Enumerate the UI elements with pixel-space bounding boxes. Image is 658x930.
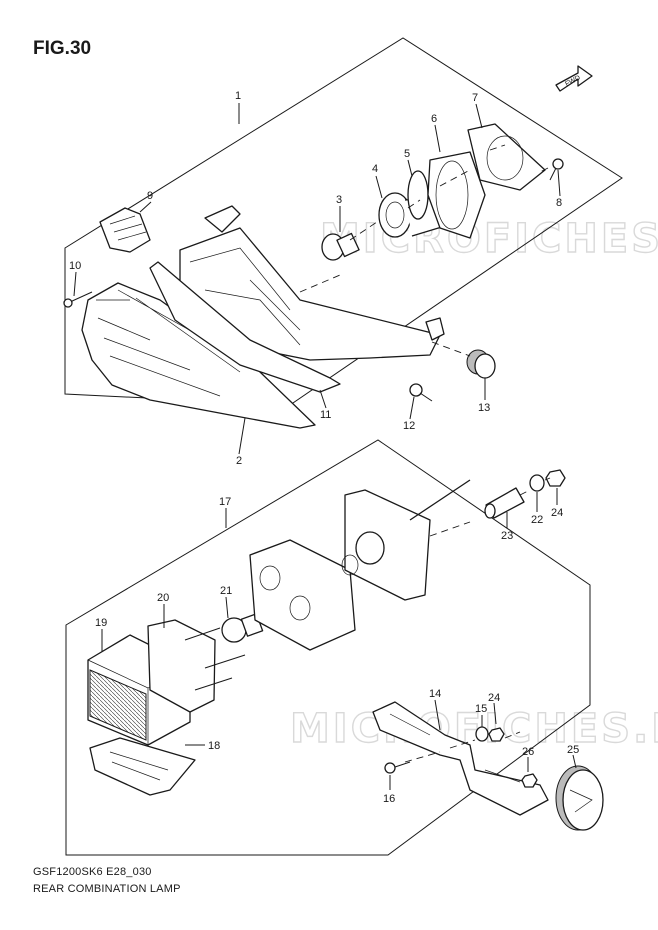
callout-17: 17 <box>219 496 231 508</box>
nut <box>488 727 505 742</box>
screw <box>63 291 93 308</box>
callout-4: 4 <box>372 163 378 175</box>
socket-seal <box>407 170 429 220</box>
callout-19: 19 <box>95 617 107 629</box>
callout-26: 26 <box>522 746 534 758</box>
leader-lines <box>73 103 577 790</box>
callout-13: 13 <box>478 402 490 414</box>
bracket <box>372 701 549 816</box>
callout-3: 3 <box>336 194 342 206</box>
washer <box>529 474 545 492</box>
callout-15: 15 <box>475 703 487 715</box>
watermark-text: MICROFICHES.NET <box>290 706 658 752</box>
screw <box>184 627 246 691</box>
callout-1: 1 <box>235 90 241 102</box>
bolt <box>409 383 433 402</box>
license-lamp-housing <box>249 539 356 651</box>
nut <box>521 773 538 788</box>
model-code: GSF1200SK6 E28_030 <box>33 866 152 878</box>
reflector <box>555 765 604 831</box>
callout-24-upper: 24 <box>551 507 563 519</box>
spacer <box>484 487 525 519</box>
callout-2: 2 <box>236 455 242 467</box>
screw <box>549 158 564 181</box>
washer <box>475 726 489 742</box>
callout-20: 20 <box>157 592 169 604</box>
callout-8: 8 <box>556 197 562 209</box>
callout-22: 22 <box>531 514 543 526</box>
cap-gasket <box>467 123 546 191</box>
callout-9: 9 <box>147 190 153 202</box>
callout-23: 23 <box>501 530 513 542</box>
callout-6: 6 <box>431 113 437 125</box>
lower-assembly-frame <box>65 439 591 856</box>
figure-title: FIG.30 <box>33 38 91 59</box>
callout-labels: 1 2 3 4 5 6 7 8 9 10 11 12 13 14 15 16 1… <box>69 90 579 805</box>
callout-16: 16 <box>383 793 395 805</box>
callout-25: 25 <box>567 744 579 756</box>
upper-assembly-frame <box>64 37 623 406</box>
harness-clip <box>99 207 151 253</box>
grommet <box>466 349 496 379</box>
socket-cap <box>427 151 486 239</box>
callout-14: 14 <box>429 688 441 700</box>
callout-11: 11 <box>320 409 331 421</box>
seal-strip <box>149 261 341 393</box>
bolt <box>384 761 411 774</box>
nut <box>545 469 566 487</box>
tail-lamp-lens <box>81 282 316 429</box>
forward-arrow-icon: FWD <box>555 65 593 92</box>
watermark-text: MICROFICHES.NET <box>320 216 658 262</box>
callout-21: 21 <box>220 585 232 597</box>
lamp-housing <box>179 205 445 361</box>
callout-18: 18 <box>208 740 220 752</box>
bulb <box>321 232 360 261</box>
lens-plate <box>89 737 196 796</box>
callout-12: 12 <box>403 420 415 432</box>
callout-7: 7 <box>472 92 478 104</box>
diagram-caption: REAR COMBINATION LAMP <box>33 883 181 895</box>
callout-10: 10 <box>69 260 81 272</box>
lamp-socket-plate <box>341 479 471 601</box>
callout-5: 5 <box>404 148 410 160</box>
callout-24-lower: 24 <box>488 692 500 704</box>
